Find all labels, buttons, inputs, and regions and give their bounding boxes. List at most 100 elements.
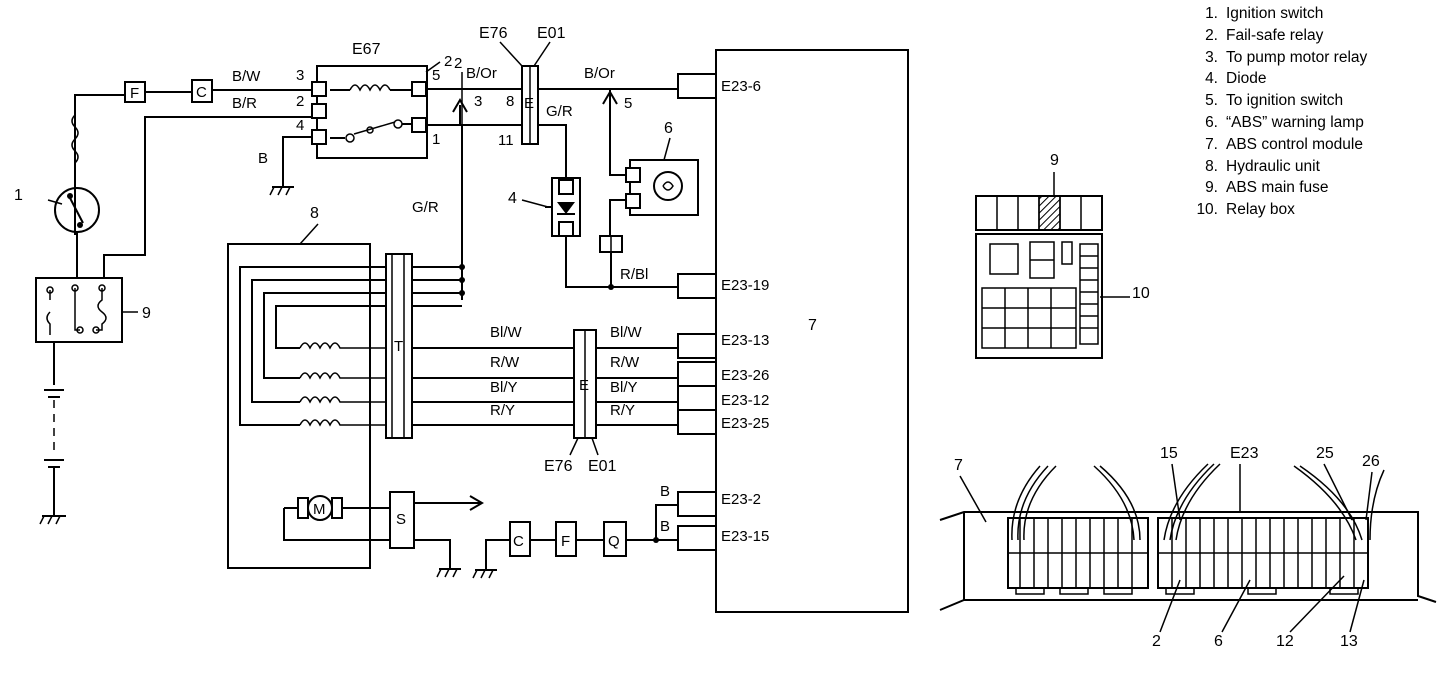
pin-3-label: 3 (296, 67, 304, 84)
legend-text: ABS control module (1226, 135, 1363, 153)
legend-text: Relay box (1226, 201, 1295, 219)
callout-1: 1 (14, 187, 23, 204)
wire-b-ground-label: B (258, 150, 268, 167)
pin-1-label: 1 (432, 131, 440, 148)
wire-b-label-3: B (660, 518, 670, 535)
wire-br-label: B/R (232, 95, 257, 112)
legend-num: 3. (1205, 48, 1218, 66)
fuse-f-label: F (130, 85, 139, 102)
callout-9: 9 (142, 305, 151, 322)
terminal-e23-15: E23-15 (721, 528, 769, 545)
connector-e23-label: E23 (1230, 445, 1259, 462)
callout-5: 5 (624, 95, 632, 112)
wire-bor-label-2: B/Or (584, 65, 615, 82)
wire-bly-label-1: Bl/Y (490, 379, 518, 396)
callout-4: 4 (508, 190, 517, 207)
view-pin-2: 2 (1152, 633, 1161, 650)
callout-8: 8 (310, 205, 319, 222)
view-pin-25: 25 (1316, 445, 1334, 462)
view-pin-12: 12 (1276, 633, 1294, 650)
legend-num: 9. (1205, 179, 1218, 197)
legend-num: 2. (1205, 26, 1218, 44)
wire-bor-label-1: B/Or (466, 65, 497, 82)
sensor-wires: E Bl/W R/W Bl/Y R/Y Bl/W R/W Bl/Y R/Y E7… (412, 324, 678, 475)
legend-item: 3. To pump motor relay (1190, 47, 1450, 69)
terminal-e23-26: E23-26 (721, 367, 769, 384)
hydraulic-unit: 8 T M S (227, 205, 484, 578)
pin-11-label: 11 (498, 132, 514, 149)
terminal-e23-2: E23-2 (721, 491, 761, 508)
connector-e76-label: E76 (479, 25, 508, 42)
wire-blw-label-2: Bl/W (610, 324, 643, 341)
legend-item: 8. Hydraulic unit (1190, 156, 1450, 178)
wire-gr-label-2: G/R (412, 199, 439, 216)
legend-text: Ignition switch (1226, 5, 1324, 22)
abs-control-module: 7 E23-6 E23-19 E23-13 E23-26 E23-12 E23-… (677, 49, 909, 613)
module-connector-view: 7 E23 15 25 26 2 6 12 13 (939, 445, 1437, 650)
legend-item: 1. Ignition switch (1190, 3, 1450, 25)
component-legend: 1. Ignition switch 2. Fail-safe relay 3. To… (1190, 3, 1450, 221)
legend-num: 10. (1196, 201, 1218, 219)
legend-text: Fail-safe relay (1226, 26, 1324, 44)
callout-2-relay: 2 (444, 53, 452, 70)
legend-num: 8. (1205, 157, 1218, 175)
callout-6: 6 (664, 120, 673, 137)
view-pin-13: 13 (1340, 633, 1358, 650)
wire-rw-label-1: R/W (490, 354, 520, 371)
view-pin-26: 26 (1362, 453, 1380, 470)
block-e-lower-label: E (579, 377, 589, 394)
wire-gr-label-1: G/R (546, 103, 573, 120)
legend-text: “ABS” warning lamp (1226, 113, 1364, 131)
callout-3: 3 (474, 93, 482, 110)
callout-7-view: 7 (954, 457, 963, 474)
legend-item: 10. Relay box (1190, 199, 1450, 221)
legend-item: 7.ABS control module (1190, 134, 1450, 156)
pin-4-label: 4 (296, 117, 304, 134)
pin-8-label: 8 (506, 93, 514, 110)
wire-blw-label-1: Bl/W (490, 324, 523, 341)
terminal-e23-13: E23-13 (721, 332, 769, 349)
relay-e67-label: E67 (352, 41, 381, 58)
fuse-c-label: C (196, 84, 207, 101)
view-pin-6: 6 (1214, 633, 1223, 650)
ground-chain: C F Q B B (472, 483, 678, 579)
block-t-label: T (394, 338, 403, 355)
legend-text: ABS main fuse (1226, 179, 1329, 197)
legend-text: To pump motor relay (1226, 48, 1368, 66)
legend-item: 9. ABS main fuse (1190, 177, 1450, 199)
wire-b-label-2: B (660, 483, 670, 500)
pin-2-label: 2 (296, 93, 304, 110)
wire-ry-label-1: R/Y (490, 402, 515, 419)
legend-num: 4. (1205, 70, 1218, 88)
ignition-circuit: F C 1 9 (14, 79, 312, 525)
connector-e76-e01-top: E76 E01 E B/Or 5 G/R (479, 25, 678, 178)
fuse-c-lower-label: C (513, 533, 524, 550)
gr-vertical-wire: G/R 2 (410, 55, 465, 307)
relay-output-wires: B/Or 3 8 11 (426, 65, 522, 149)
connector-e01-label: E01 (537, 25, 566, 42)
wire-rbl-label: R/Bl (620, 266, 648, 283)
legend-num: 5. (1205, 92, 1218, 110)
fuse-q-label: Q (608, 533, 620, 550)
legend-item: 2. Fail-safe relay (1190, 25, 1450, 47)
legend-item: 4.Diode (1190, 68, 1450, 90)
connector-e76-lower-label: E76 (544, 458, 573, 475)
wire-ry-label-2: R/Y (610, 402, 635, 419)
legend-item: 6.“ABS” warning lamp (1190, 112, 1450, 134)
legend-num: 1. (1205, 5, 1218, 22)
wire-rw-label-2: R/W (610, 354, 640, 371)
terminal-e23-25: E23-25 (721, 415, 769, 432)
legend-text: To ignition switch (1226, 92, 1344, 110)
pin-5-label: 5 (432, 67, 440, 84)
diode: 4 R/Bl (508, 177, 678, 290)
callout-7: 7 (808, 317, 817, 334)
legend-text: Hydraulic unit (1226, 157, 1320, 175)
relay-box: 9 10 (975, 152, 1150, 359)
abs-warning-lamp: 6 (599, 110, 699, 287)
terminal-e23-12: E23-12 (721, 392, 769, 409)
connector-e01-lower-label: E01 (588, 458, 617, 475)
wire-bly-label-2: Bl/Y (610, 379, 638, 396)
callout-10: 10 (1132, 285, 1150, 302)
legend-item: 5. To ignition switch (1190, 90, 1450, 112)
wire-bw-label: B/W (232, 68, 261, 85)
